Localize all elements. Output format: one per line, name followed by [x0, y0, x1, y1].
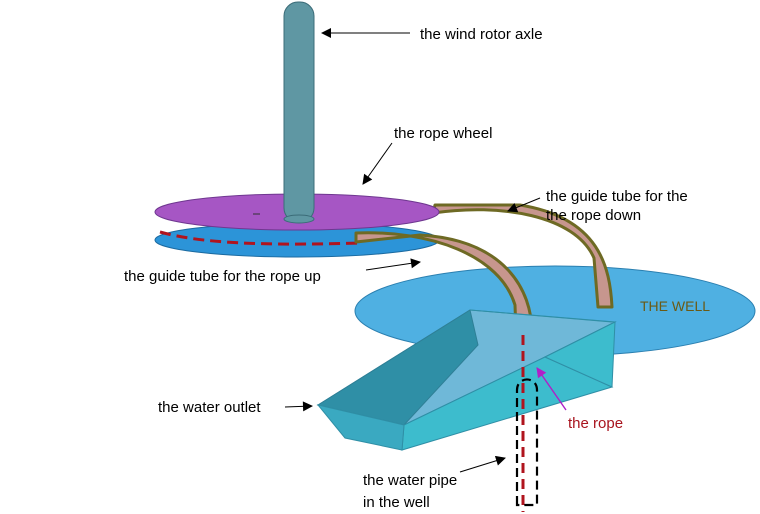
arrow-guide-up	[365, 258, 421, 271]
water-outlet-edge	[469, 309, 613, 323]
label-guide-up: the guide tube for the rope up	[124, 268, 321, 285]
guide-tube-down	[431, 203, 614, 309]
label-water-pipe-line2: in the well	[363, 494, 430, 511]
water-outlet-left-face	[316, 404, 405, 451]
water-outlet-right-side	[543, 321, 616, 388]
label-water-outlet: the water outlet	[158, 399, 261, 416]
arrow-water-outlet	[284, 401, 313, 412]
label-the-rope: the rope	[568, 415, 623, 432]
label-rope-wheel: the rope wheel	[394, 125, 492, 142]
water-pipe	[515, 378, 539, 507]
label-guide-down-line1: the guide tube for the	[546, 188, 688, 205]
arrow-water-pipe	[459, 455, 506, 473]
arrow-rope-wheel	[362, 142, 393, 185]
axle-bottom	[283, 214, 315, 224]
label-the-well: THE WELL	[640, 298, 710, 314]
arrow-the-rope	[536, 367, 567, 411]
arrow-guide-down	[507, 197, 541, 213]
label-water-pipe-line1: the water pipe	[363, 472, 457, 489]
rope-up-dashed	[159, 230, 361, 246]
label-wind-rotor-axle: the wind rotor axle	[420, 26, 543, 43]
label-guide-down-line2: the rope down	[546, 207, 641, 224]
wind-rotor-axle	[283, 1, 315, 223]
